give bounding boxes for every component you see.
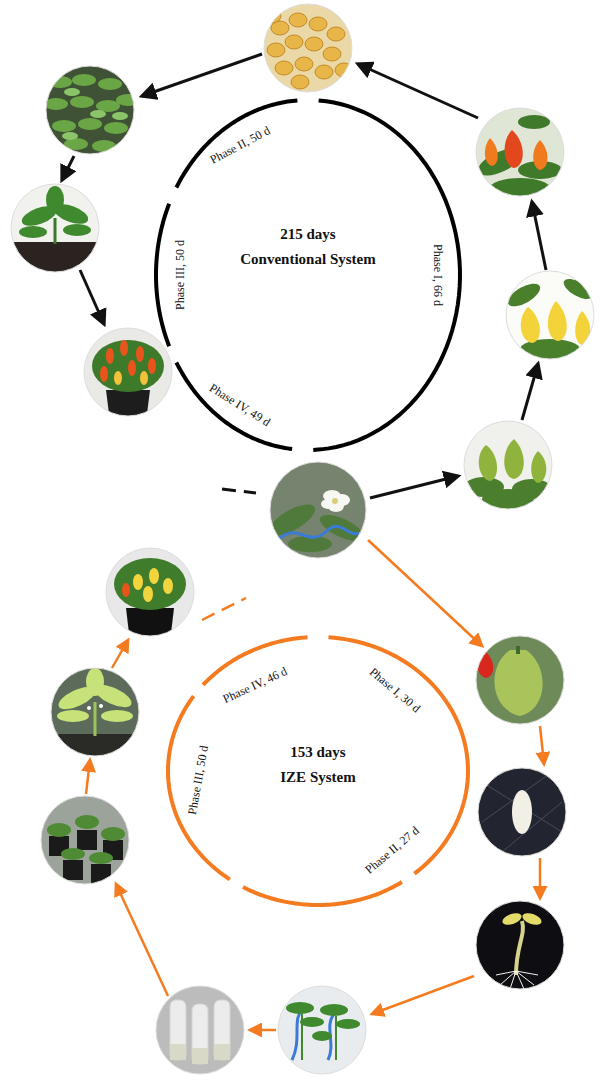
seed-photo [472,762,572,862]
cycle-arrows [62,54,546,498]
system-name: IZE System [280,765,355,791]
green-pepper-photo [458,415,558,515]
ring-arc [176,363,292,450]
red-pepper-photo [470,102,570,202]
plantlet-photo [272,980,372,1080]
system-name: Conventional System [240,247,375,273]
phase-label: Phase III, 50 d [174,240,186,310]
potted-plant-photo [100,542,200,642]
cycle-arrows [86,540,544,1030]
flower-photo [264,458,370,562]
phase-label: Phase II, 27 d [363,824,421,876]
plant-photo [45,662,145,764]
phase-label: Phase III, 50 d [186,744,210,815]
yellow-pepper-photo [500,265,600,365]
phase-label: Phase IV, 49 d [208,382,273,429]
ring-outline [150,94,466,456]
phase-label: Phase I, 66 d [432,244,444,306]
tray-photo [40,60,140,160]
duration-text: 153 days [290,740,345,766]
tube-photo [150,980,250,1080]
phase-label: Phase IV, 46 d [221,665,289,705]
ring-arc [156,204,169,346]
ring-arc [168,696,230,879]
ring-arc [313,100,460,449]
seed-photo [258,0,358,98]
ring-arc [243,882,402,905]
phase-label: Phase II, 50 d [208,124,272,166]
young-plant-photo [5,178,105,282]
potted-plant-photo [78,322,178,422]
cycle-ring: 215 daysConventional System [150,94,466,456]
ring-arc [176,100,297,187]
ring-center: 153 daysIZE System [162,631,474,911]
pepper-photo [470,630,570,730]
ring-center: 215 daysConventional System [150,94,466,456]
phase-label: Phase I, 30 d [367,665,422,714]
seedling-photo [470,895,570,995]
duration-text: 215 days [280,222,335,248]
cycle-ring: 153 daysIZE System [162,631,474,911]
pots-photo [35,790,135,890]
